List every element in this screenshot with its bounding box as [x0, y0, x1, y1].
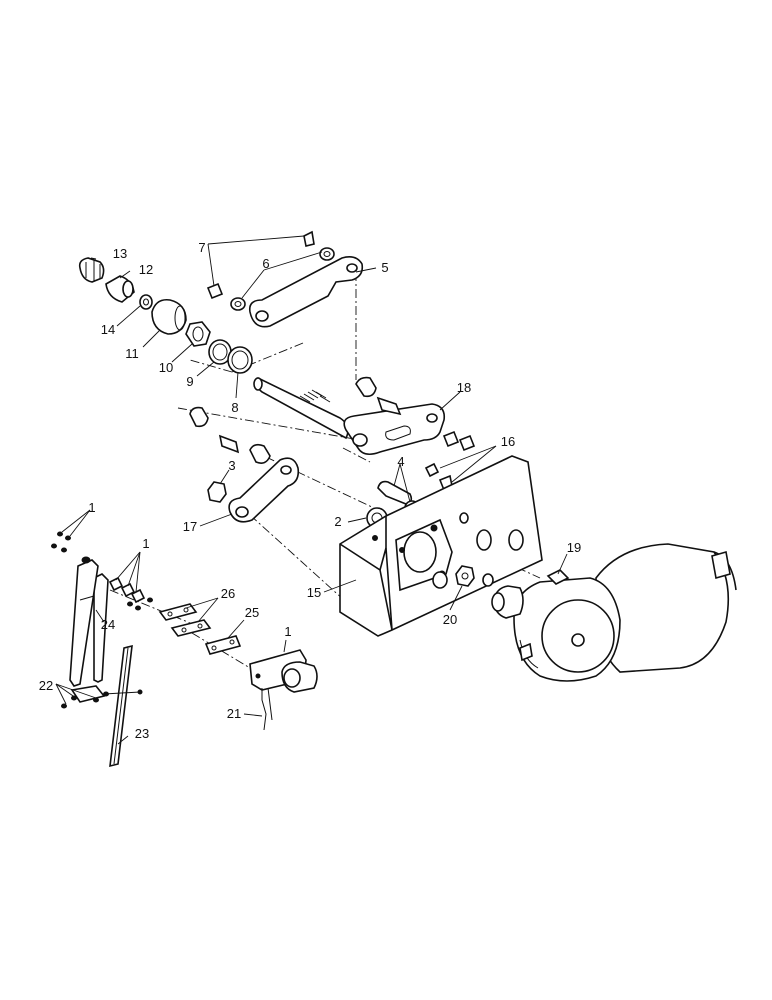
part-23-wiper-blade: [109, 644, 133, 768]
part-8-seal-ring: [227, 346, 253, 374]
part-3-nut: [207, 481, 227, 503]
part-15-mounting-bracket: [339, 455, 543, 637]
part-7-clip-upper: [303, 230, 315, 247]
callout-26: 26: [221, 586, 235, 601]
nut-near-18: [442, 430, 476, 452]
part-7-clip-lower: [206, 282, 224, 300]
callout-1-lower: 1: [284, 624, 291, 639]
part-25-plate: [204, 635, 242, 655]
callout-5: 5: [381, 260, 388, 275]
callout-14: 14: [101, 322, 115, 337]
callout-1-mid: 1: [142, 536, 149, 551]
callout-25: 25: [245, 605, 259, 620]
callout-labels: 13 12 14 11 10 9 8 7 6 5 18 16 4 3 17 2 …: [39, 240, 581, 741]
callout-24: 24: [101, 617, 115, 632]
callout-12: 12: [139, 262, 153, 277]
callout-17: 17: [183, 519, 197, 534]
part-18-crank-plate: [343, 403, 446, 456]
callout-7: 7: [198, 240, 205, 255]
callout-23: 23: [135, 726, 149, 741]
callout-22: 22: [39, 678, 53, 693]
part-19-wiper-motor: [491, 543, 737, 682]
callout-9: 9: [186, 374, 193, 389]
callout-8: 8: [231, 400, 238, 415]
part-12-bushing: [105, 275, 135, 303]
callout-16: 16: [501, 434, 515, 449]
callout-3: 3: [228, 458, 235, 473]
callout-10: 10: [159, 360, 173, 375]
part-14-washer: [139, 294, 153, 310]
part-10-nut: [185, 321, 211, 347]
bushing-left: [189, 406, 271, 464]
leader-lines: [55, 235, 568, 745]
part-22-connector: [61, 685, 143, 709]
part-5-link-arm: [248, 256, 364, 328]
callout-13: 13: [113, 246, 127, 261]
part-20-nut: [455, 565, 475, 587]
callout-6: 6: [262, 256, 269, 271]
part-6-washer-left: [230, 297, 246, 311]
part-17-small-link: [228, 457, 300, 523]
callout-4: 4: [397, 454, 404, 469]
callout-2: 2: [334, 514, 341, 529]
part-1-pivot-unit: [249, 649, 318, 731]
part-11-grommet: [151, 298, 187, 335]
part-13-cap-nut: [78, 257, 105, 283]
callout-11: 11: [125, 346, 139, 361]
callout-20: 20: [443, 612, 457, 627]
callout-15: 15: [307, 585, 321, 600]
part-24-wiper-arm: [69, 556, 109, 687]
spindle-shaft: [253, 377, 349, 440]
part-1-fasteners-left: [51, 531, 153, 611]
callout-19: 19: [567, 540, 581, 555]
callout-18: 18: [457, 380, 471, 395]
part-26-gaskets: [158, 603, 212, 637]
callout-21: 21: [227, 706, 241, 721]
bushing-upper-near-18: [355, 376, 402, 416]
callout-1-top-left: 1: [88, 500, 95, 515]
part-6-washer-right: [319, 247, 335, 261]
